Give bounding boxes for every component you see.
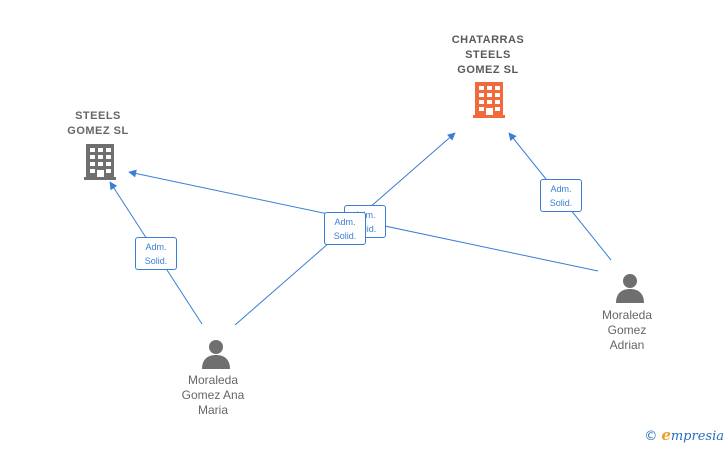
brand-logo: ©empresia — [644, 426, 724, 444]
building-icon[interactable] — [473, 82, 505, 118]
person-label-adrian[interactable]: Moraleda Gomez Adrian — [601, 308, 653, 352]
copyright-symbol: © — [644, 429, 658, 444]
edge-label-ana-steels[interactable]: Adm. Solid. — [135, 237, 177, 270]
company-label-steels[interactable]: STEELS GOMEZ SL — [67, 110, 129, 137]
building-icon[interactable] — [84, 144, 116, 180]
company-label-chatarras[interactable]: CHATARRAS STEELS GOMEZ SL — [451, 34, 525, 76]
person-icon[interactable] — [615, 273, 645, 303]
edge-label-adrian-chatarras[interactable]: Adm. Solid. — [540, 179, 582, 212]
brand-initial: e — [661, 426, 671, 444]
person-label-ana[interactable]: Moraleda Gomez Ana Maria — [181, 373, 245, 417]
person-icon[interactable] — [201, 339, 231, 369]
brand-name: mpresia — [670, 429, 724, 444]
edge-label-ana-chatarras[interactable]: Adm. Solid. — [324, 212, 366, 245]
